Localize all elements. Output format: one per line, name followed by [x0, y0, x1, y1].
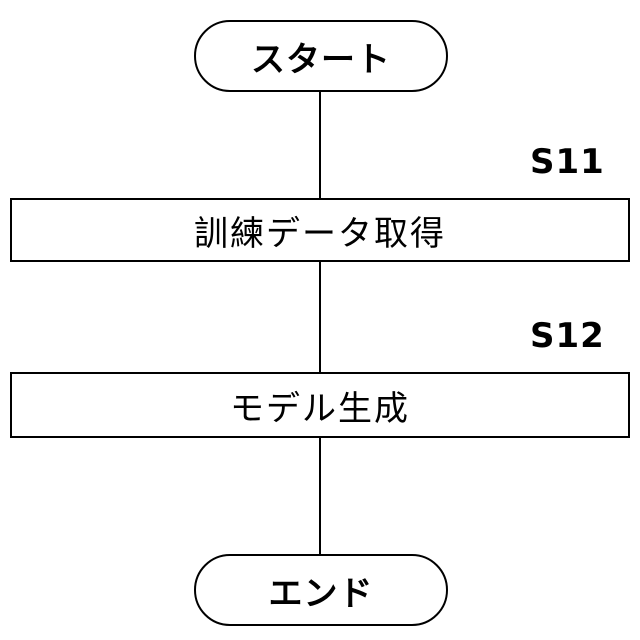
connector-s12-to-end — [319, 438, 321, 554]
process-step-s11-label: 訓練データ取得 — [194, 206, 446, 255]
end-terminal: エンド — [194, 554, 448, 626]
process-step-s11: 訓練データ取得 — [10, 198, 630, 262]
connector-s11-to-s12 — [319, 262, 321, 372]
start-terminal: スタート — [194, 20, 448, 92]
process-step-s12: モデル生成 — [10, 372, 630, 438]
process-step-s12-label: モデル生成 — [230, 381, 410, 430]
step-id-s11: S11 — [530, 142, 605, 182]
end-terminal-label: エンド — [269, 566, 374, 615]
start-terminal-label: スタート — [251, 32, 391, 81]
connector-start-to-s11 — [319, 92, 321, 198]
step-id-s12: S12 — [530, 316, 605, 356]
